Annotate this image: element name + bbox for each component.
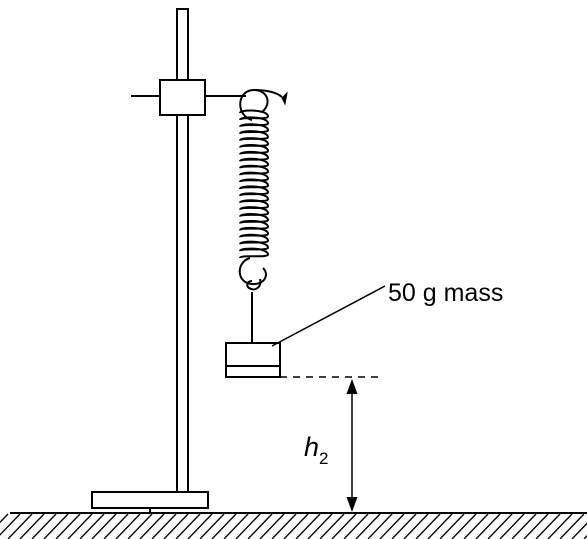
height-label: h2 <box>304 432 329 468</box>
spring-assembly <box>238 88 288 343</box>
floor <box>0 512 587 539</box>
hook-bar <box>253 89 283 98</box>
mass-leader-line <box>271 285 386 347</box>
mass-label: 50 g mass <box>388 279 503 307</box>
top-hook <box>239 88 269 121</box>
height-indicator: h2 <box>280 376 383 512</box>
hook-tip-icon <box>281 91 288 106</box>
height-label-subscript: 2 <box>319 449 328 468</box>
spring-coil <box>239 109 270 259</box>
stand-rod <box>176 8 189 493</box>
stand-base <box>91 491 209 509</box>
height-label-symbol: h <box>304 432 319 462</box>
arrow-up-icon <box>346 379 358 394</box>
mass-block <box>225 342 281 378</box>
floor-hatching <box>0 513 587 539</box>
boss-clamp <box>159 79 206 116</box>
bottom-hook <box>238 257 267 286</box>
slotted-mass <box>225 342 281 378</box>
retort-stand <box>91 8 246 513</box>
mass-hook <box>246 278 262 291</box>
arrow-down-icon <box>346 497 358 512</box>
